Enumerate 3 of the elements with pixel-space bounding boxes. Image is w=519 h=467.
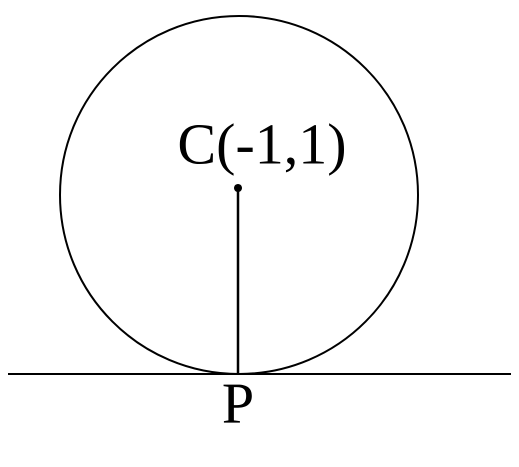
point-dot [234,184,242,192]
point-label: P [224,384,252,423]
point-label: C(-1,1) [180,123,344,176]
